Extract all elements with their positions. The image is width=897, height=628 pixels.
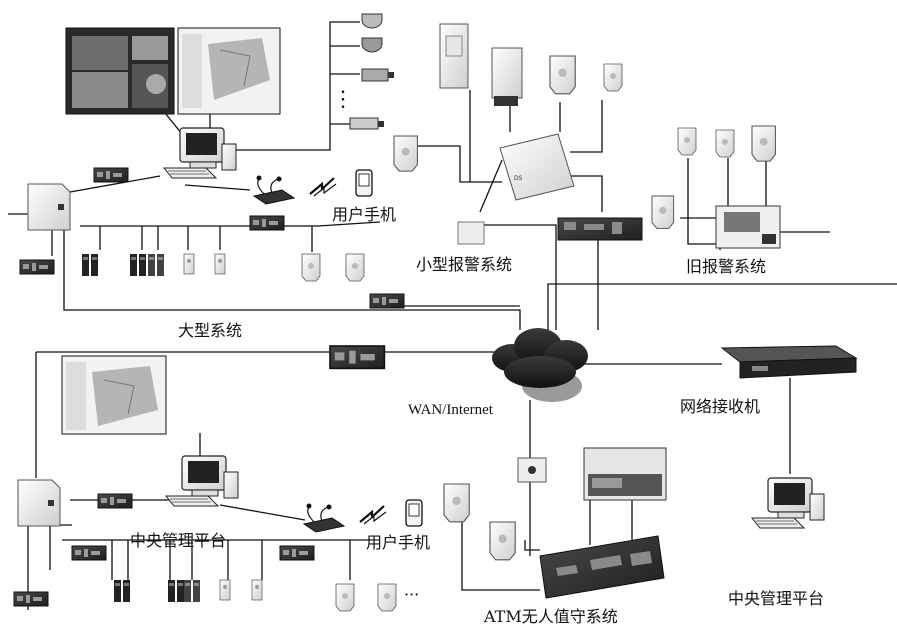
old-alarm-label: 旧报警系统 xyxy=(686,257,766,276)
door-sensor-4 xyxy=(252,580,262,600)
network-module-mid xyxy=(370,294,404,308)
beam-detector-4 xyxy=(114,580,130,602)
bus-module-bottom-2 xyxy=(280,546,314,560)
large-system-group: ⋮ 用户手机 大型系统 xyxy=(20,14,404,340)
camera-ellipsis: ⋮ xyxy=(332,87,354,112)
pir-detector-6 xyxy=(678,128,696,155)
user-phone-label-top: 用户手机 xyxy=(332,205,396,224)
alarm-host-panel-top xyxy=(28,184,70,230)
beam-detector-5 xyxy=(168,580,184,602)
network-module-top xyxy=(94,168,128,182)
svg-text:DS: DS xyxy=(514,175,523,182)
network-receiver-device xyxy=(722,346,856,378)
dual-tech-detector xyxy=(492,48,522,106)
alarm-host-panel-bottom xyxy=(18,480,60,526)
wireless-signal-top xyxy=(310,178,336,196)
small-alarm-group: DS 小型报警系统 xyxy=(394,24,642,274)
network-module-bottom xyxy=(98,494,132,508)
monitor-screenshot-map xyxy=(178,28,280,114)
pir-detector-8 xyxy=(752,126,775,161)
beam-detector-3 xyxy=(148,254,164,276)
door-sensor-1 xyxy=(184,254,194,274)
pir-detector-3 xyxy=(550,56,575,94)
user-phone-icon-bottom xyxy=(406,500,422,526)
pir-detector-7 xyxy=(716,130,734,157)
expansion-module-top-left xyxy=(20,260,54,274)
atm-main-board xyxy=(540,536,664,598)
network-module-bottom-link xyxy=(330,346,384,368)
atm-camera xyxy=(518,458,546,482)
pir-detector-11 xyxy=(378,584,396,611)
pir-detector-1 xyxy=(302,254,320,281)
pir-detector-4 xyxy=(604,64,622,91)
monitor-screenshot-video xyxy=(66,28,174,114)
user-phone-icon-top xyxy=(356,170,372,196)
wireless-signal-bottom xyxy=(360,506,386,524)
beam-detector-1 xyxy=(82,254,98,276)
small-alarm-label: 小型报警系统 xyxy=(416,255,512,274)
bus-module-top xyxy=(250,216,284,230)
wan-internet-label: WAN/Internet xyxy=(408,402,494,418)
central-platform-label-left: 中央管理平台 xyxy=(130,531,226,550)
monitor-screenshot-map-bottom xyxy=(62,356,166,434)
pc-workstation-left xyxy=(166,456,238,506)
central-platform-label-right: 中央管理平台 xyxy=(728,589,824,608)
network-receiver-label: 网络接收机 xyxy=(680,397,760,416)
small-alarm-host-panel: DS xyxy=(500,134,574,200)
network-interface-board xyxy=(558,218,642,240)
expansion-module-bottom xyxy=(14,592,48,606)
pir-detector-9 xyxy=(652,196,674,228)
pir-detector-13 xyxy=(490,522,515,560)
internet-cloud xyxy=(492,328,588,402)
door-sensor-3 xyxy=(220,580,230,600)
atm-system-group: ATM无人值守系统 xyxy=(444,448,666,626)
cctv-dome-camera-2 xyxy=(362,38,382,52)
pir-detector-12 xyxy=(444,484,469,522)
large-system-label: 大型系统 xyxy=(178,321,242,340)
beam-detector-2 xyxy=(130,254,146,276)
pir-detector-5 xyxy=(394,136,417,171)
network-receiver-group: 网络接收机 中央管理平台 xyxy=(680,346,856,608)
detector-ellipsis: ··· xyxy=(404,585,419,604)
cctv-dome-camera-1 xyxy=(362,14,382,28)
door-sensor-2 xyxy=(215,254,225,274)
central-platform-left-group: 中央管理平台 ··· 用户手机 xyxy=(14,346,430,611)
atm-system-label: ATM无人值守系统 xyxy=(483,607,618,626)
pc-workstation-top xyxy=(164,128,236,178)
pir-detector-10 xyxy=(336,584,354,611)
glass-break-detector xyxy=(458,222,484,244)
old-alarm-host-panel xyxy=(716,206,780,248)
bus-module-bottom-1 xyxy=(72,546,106,560)
old-alarm-group: 旧报警系统 xyxy=(652,126,780,276)
atm-monitor-box xyxy=(584,448,666,500)
gsm-module-top xyxy=(254,176,294,205)
pir-detector-2 xyxy=(346,254,364,281)
cctv-box-camera-2 xyxy=(350,118,384,129)
user-phone-label-bottom: 用户手机 xyxy=(366,533,430,552)
curtain-detector xyxy=(440,24,468,88)
gsm-module-bottom xyxy=(304,504,344,533)
beam-detector-6 xyxy=(184,580,200,602)
pc-workstation-right xyxy=(752,478,824,528)
cctv-box-camera-1 xyxy=(362,69,394,81)
